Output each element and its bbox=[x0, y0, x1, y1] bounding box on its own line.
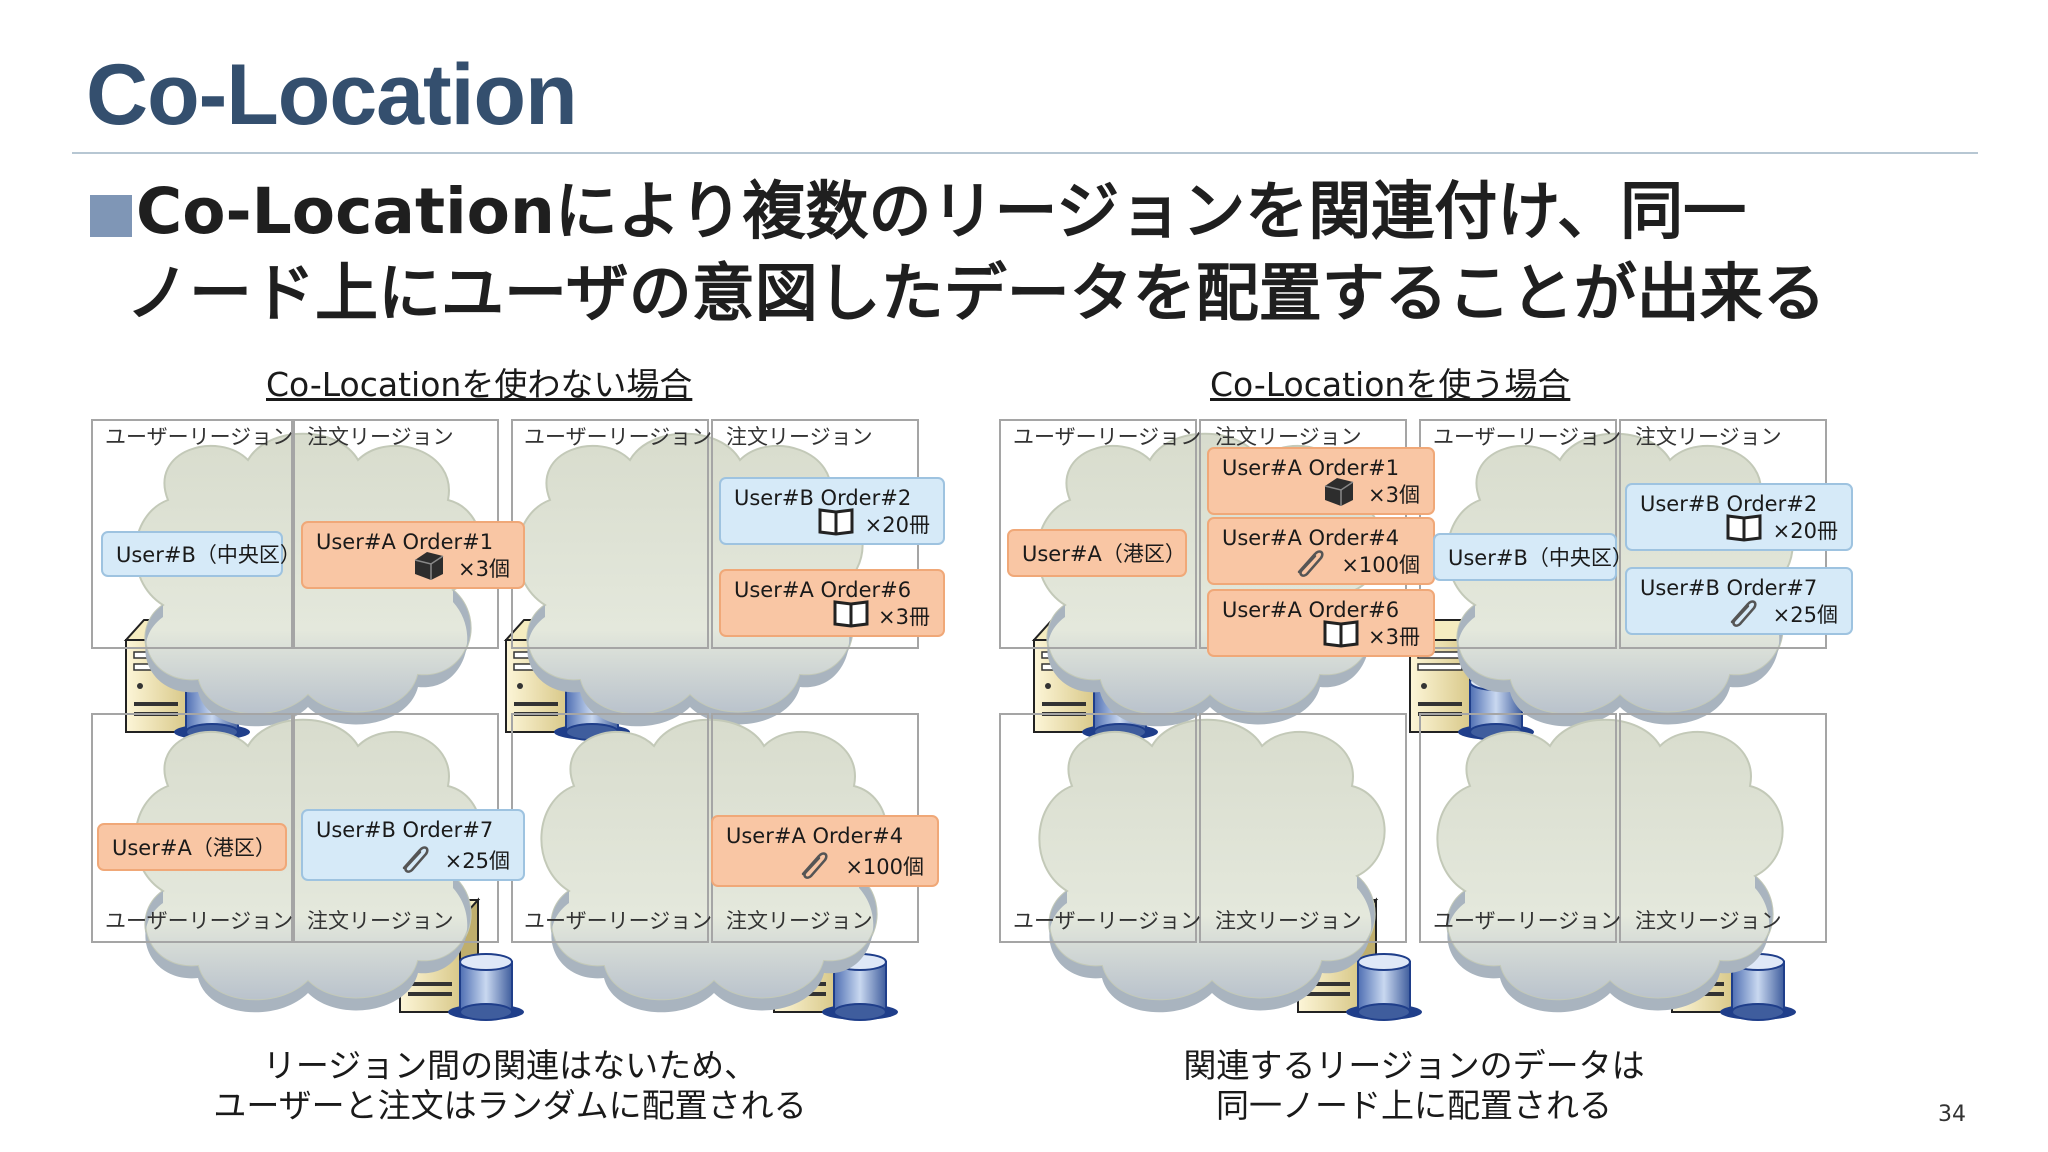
left-caption-line-2: ユーザーと注文はランダムに配置される bbox=[190, 1086, 830, 1126]
left-card-7: User#A Order#4 ×100個 bbox=[712, 816, 938, 886]
right-card-7: User#B Order#7 ×25個 bbox=[1626, 568, 1852, 634]
card-title: User#B Order#7 bbox=[1640, 576, 1817, 600]
card-title: User#A Order#4 bbox=[1222, 526, 1399, 550]
card-title: User#B（中央区） bbox=[116, 543, 301, 567]
left-card-5: User#A（港区） bbox=[98, 824, 286, 870]
left-caption-line-1: リージョン間の関連はないため、 bbox=[190, 1046, 830, 1086]
card-title: User#A Order#4 bbox=[726, 824, 903, 848]
region-label: 注文リージョン bbox=[726, 909, 873, 933]
card-quantity: ×25個 bbox=[1773, 603, 1838, 627]
book-icon bbox=[835, 602, 867, 626]
card-quantity: ×3冊 bbox=[1368, 625, 1420, 649]
card-title: User#A Order#6 bbox=[734, 578, 911, 602]
card-title: User#A Order#1 bbox=[1222, 456, 1399, 480]
card-quantity: ×100個 bbox=[1341, 553, 1420, 577]
right-card-5: User#B（中央区） bbox=[1434, 534, 1633, 580]
book-icon bbox=[1325, 622, 1357, 646]
right-caption: 関連するリージョンのデータは 同一ノード上に配置される bbox=[1114, 1046, 1714, 1126]
card-title: User#B Order#7 bbox=[316, 818, 493, 842]
card-title: User#B Order#2 bbox=[1640, 492, 1817, 516]
card-quantity: ×3冊 bbox=[878, 605, 930, 629]
left-card-4: User#A Order#6 ×3冊 bbox=[720, 570, 944, 636]
left-card-3: User#B Order#2 ×20冊 bbox=[720, 478, 944, 544]
right-card-3: User#A Order#6 ×3冊 bbox=[1208, 590, 1434, 656]
right-card-6: User#B Order#2 ×20冊 bbox=[1626, 484, 1852, 550]
card-quantity: ×100個 bbox=[845, 855, 924, 879]
region-label: 注文リージョン bbox=[307, 909, 454, 933]
left-card-6: User#B Order#7 ×25個 bbox=[302, 810, 524, 880]
region-label: 注文リージョン bbox=[1215, 425, 1362, 449]
region-label: ユーザーリージョン bbox=[105, 425, 293, 449]
region-label: ユーザーリージョン bbox=[1433, 909, 1621, 933]
region-label: ユーザーリージョン bbox=[1433, 425, 1621, 449]
region-label: 注文リージョン bbox=[726, 425, 873, 449]
cloud-node-3 bbox=[1039, 720, 1384, 1013]
card-quantity: ×20冊 bbox=[1773, 519, 1838, 543]
cloud-node-4 bbox=[1437, 720, 1782, 1013]
right-card-4: User#A（港区） bbox=[1008, 530, 1186, 576]
card-title: User#A（港区） bbox=[1022, 542, 1186, 566]
right-card-2: User#A Order#4 ×100個 bbox=[1208, 518, 1434, 584]
left-card-1: User#B（中央区） bbox=[102, 532, 301, 576]
region-label: 注文リージョン bbox=[1635, 425, 1782, 449]
region-label: ユーザーリージョン bbox=[105, 909, 293, 933]
card-quantity: ×25個 bbox=[445, 849, 510, 873]
card-quantity: ×3個 bbox=[458, 557, 510, 581]
book-icon bbox=[1728, 516, 1760, 540]
region-label: 注文リージョン bbox=[1635, 909, 1782, 933]
page-number: 34 bbox=[1938, 1102, 1966, 1127]
card-title: User#A Order#6 bbox=[1222, 598, 1399, 622]
book-icon bbox=[820, 510, 852, 534]
right-card-1: User#A Order#1 ×3個 bbox=[1208, 448, 1434, 514]
card-title: User#A Order#1 bbox=[316, 530, 493, 554]
region-label: 注文リージョン bbox=[1215, 909, 1362, 933]
card-quantity: ×20冊 bbox=[865, 513, 930, 537]
left-caption: リージョン間の関連はないため、 ユーザーと注文はランダムに配置される bbox=[190, 1046, 830, 1126]
left-card-2: User#A Order#1 ×3個 bbox=[302, 522, 524, 588]
region-label: ユーザーリージョン bbox=[1013, 425, 1201, 449]
right-caption-line-1: 関連するリージョンのデータは bbox=[1114, 1046, 1714, 1086]
right-caption-line-2: 同一ノード上に配置される bbox=[1114, 1086, 1714, 1126]
region-label: 注文リージョン bbox=[307, 425, 454, 449]
region-label: ユーザーリージョン bbox=[524, 425, 712, 449]
region-label: ユーザーリージョン bbox=[524, 909, 712, 933]
region-label: ユーザーリージョン bbox=[1013, 909, 1201, 933]
card-title: User#B（中央区） bbox=[1448, 546, 1633, 570]
card-quantity: ×3個 bbox=[1368, 483, 1420, 507]
card-title: User#B Order#2 bbox=[734, 486, 911, 510]
card-title: User#A（港区） bbox=[112, 836, 276, 860]
